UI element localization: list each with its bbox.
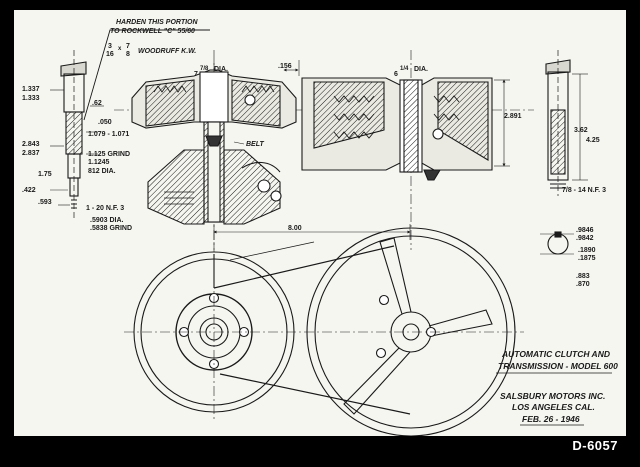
woodruff-fraction-a-den: 16 — [106, 51, 114, 58]
dim-9846: .9846 — [576, 227, 594, 234]
dim-1-20-nf3: 1 - 20 N.F. 3 — [86, 205, 124, 212]
dim-7-8-14-nf3: 7/8 - 14 N.F. 3 — [562, 187, 606, 194]
svg-text:x: x — [118, 46, 122, 52]
title-block: AUTOMATIC CLUTCH AND TRANSMISSION - MODE… — [496, 349, 618, 426]
harden-note-line2: TO ROCKWELL "C" 55/60 — [110, 28, 195, 35]
annotations: HARDEN THIS PORTION TO ROCKWELL "C" 55/6… — [22, 19, 606, 288]
dim-7-8-dia-whole: 7 — [194, 71, 198, 78]
dim-7-8-dia-frac: 7/8 — [200, 66, 209, 72]
dim-2891: 2.891 — [504, 113, 522, 120]
drawing-date: FEB. 26 - 1946 — [522, 414, 580, 424]
dim-1125-grind: 1.125 GRIND — [88, 151, 130, 158]
belt-label: BELT — [246, 141, 264, 148]
dim-362: 3.62 — [574, 127, 588, 134]
title-line1: AUTOMATIC CLUTCH AND — [501, 349, 610, 359]
drawing-number: D-6057 — [572, 438, 618, 453]
clutch-section-drawing — [114, 50, 534, 250]
dim-7-8-dia-suffix: DIA. — [214, 66, 228, 73]
dim-6-1-4-dia-suffix: DIA. — [414, 66, 428, 73]
dim-870: .870 — [576, 281, 590, 288]
dim-1079-1071: 1.079 - 1.071 — [88, 131, 129, 138]
company-city: LOS ANGELES CAL. — [512, 402, 595, 412]
dim-593: .593 — [38, 199, 52, 206]
dim-5903-dia: .5903 DIA. — [90, 217, 124, 224]
dim-422: .422 — [22, 187, 36, 194]
dim-175: 1.75 — [38, 171, 52, 178]
dim-883: .883 — [576, 273, 590, 280]
pulley-front-views — [124, 227, 524, 437]
engineering-drawing: HARDEN THIS PORTION TO ROCKWELL "C" 55/6… — [22, 19, 618, 437]
dim-2843: 2.843 — [22, 141, 40, 148]
harden-note-line1: HARDEN THIS PORTION — [116, 19, 198, 26]
woodruff-fraction-b: 7 — [126, 43, 130, 50]
dim-800: 8.00 — [288, 225, 302, 232]
dim-1875: .1875 — [578, 255, 596, 262]
drawing-paper: HARDEN THIS PORTION TO ROCKWELL "C" 55/6… — [14, 10, 626, 437]
right-shaft-drawing — [540, 50, 588, 255]
dim-425: 4.25 — [586, 137, 600, 144]
dim-050: .050 — [98, 119, 112, 126]
dim-812-dia: 812 DIA. — [88, 168, 116, 175]
left-shaft-drawing — [50, 29, 210, 220]
title-line2: TRANSMISSION - MODEL 600 — [498, 361, 618, 371]
woodruff-fraction-a: 3 — [108, 43, 112, 50]
dim-1337: 1.337 — [22, 86, 40, 93]
dim-62: .62 — [92, 100, 102, 107]
dim-6-1-4-dia-frac: 1/4 — [400, 66, 409, 72]
dim-5838-grind: .5838 GRIND — [90, 225, 132, 232]
dim-1333: 1.333 — [22, 95, 40, 102]
dim-9842: .9842 — [576, 235, 594, 242]
woodruff-note: WOODRUFF K.W. — [138, 48, 196, 55]
woodruff-fraction-b-den: 8 — [126, 51, 130, 58]
dim-2837: 2.837 — [22, 150, 40, 157]
dim-156: .156 — [278, 63, 292, 70]
company-name: SALSBURY MOTORS INC. — [500, 391, 605, 401]
section-dimension-lines — [213, 60, 510, 240]
dim-1890: .1890 — [578, 247, 596, 254]
dim-6-1-4-dia-whole: 6 — [394, 71, 398, 78]
dim-11245: 1.1245 — [88, 159, 110, 166]
